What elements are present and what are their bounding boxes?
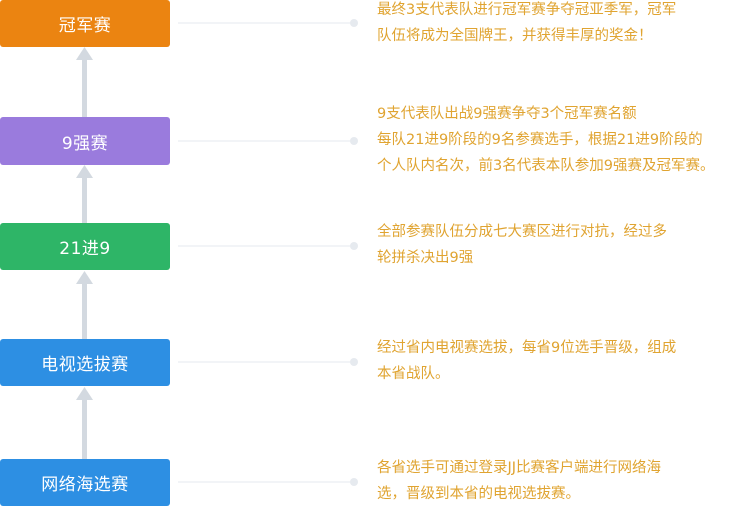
connector-tv <box>178 358 358 366</box>
stage-box-tv-selection[interactable]: 电视选拔赛 <box>0 339 170 386</box>
stage-label: 冠军赛 <box>58 16 112 36</box>
description-line: 每队21进9阶段的9名参赛选手，根据21进9阶段的 <box>377 132 703 148</box>
stage-label: 网络海选赛 <box>41 475 129 495</box>
description-line: 经过省内电视赛选拔，每省9位选手晋级，组成 <box>377 340 677 356</box>
stage-label: 9强赛 <box>61 133 109 154</box>
description-line: 全部参赛队伍分成七大赛区进行对抗，经过多 <box>377 224 667 240</box>
description-line: 队伍将成为全国牌王，并获得丰厚的奖金！ <box>377 28 653 44</box>
description-line: 各省选手可通过登录JJ比赛客户端进行网络海 <box>377 460 662 476</box>
connector-21jin9 <box>178 242 358 250</box>
connector-online <box>178 478 358 486</box>
stage-label: 电视选拔赛 <box>41 355 129 375</box>
connector-9qiang <box>178 137 358 145</box>
stage-box-21jin9[interactable]: 21进9 <box>0 223 170 270</box>
stage-description-21jin9: 全部参赛队伍分成七大赛区进行对抗，经过多 轮拼杀决出9强 <box>377 219 736 271</box>
stage-box-champion[interactable]: 冠军赛 <box>0 0 170 47</box>
connector-champion <box>178 19 358 27</box>
description-line: 个人队内名次，前3名代表本队参加9强赛及冠军赛。 <box>377 158 715 174</box>
stage-description-champion: 最终3支代表队进行冠军赛争夺冠亚季军，冠军 队伍将成为全国牌王，并获得丰厚的奖金… <box>377 0 736 49</box>
arrow-21jin9-to-9qiang <box>76 165 93 223</box>
description-line: 9支代表队出战9强赛争夺3个冠军赛名额 <box>377 106 637 122</box>
arrow-9qiang-to-champion <box>76 47 93 117</box>
description-line: 本省战队。 <box>377 366 450 382</box>
stage-box-online-selection[interactable]: 网络海选赛 <box>0 459 170 506</box>
stage-description-9qiang: 9支代表队出战9强赛争夺3个冠军赛名额 每队21进9阶段的9名参赛选手，根据21… <box>377 101 736 179</box>
description-line: 选，晋级到本省的电视选拔赛。 <box>377 486 580 502</box>
arrow-online-to-tv <box>76 387 93 459</box>
description-line: 最终3支代表队进行冠军赛争夺冠亚季军，冠军 <box>377 2 677 18</box>
stage-description-tv-selection: 经过省内电视赛选拔，每省9位选手晋级，组成 本省战队。 <box>377 335 736 387</box>
stage-label: 21进9 <box>59 239 111 259</box>
stage-description-online-selection: 各省选手可通过登录JJ比赛客户端进行网络海 选，晋级到本省的电视选拔赛。 <box>377 455 736 507</box>
arrow-tv-to-21jin9 <box>76 271 93 339</box>
description-line: 轮拼杀决出9强 <box>377 250 474 266</box>
stage-box-9qiang[interactable]: 9强赛 <box>0 117 170 165</box>
